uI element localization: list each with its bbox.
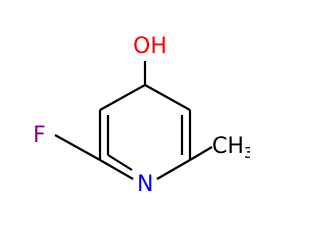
- bond-c3-c4-top: [144, 84, 191, 111]
- bond-c5-c6-inner: [107, 154, 133, 171]
- bond-c3-c4: [99, 84, 146, 111]
- bond-n1-c2: [156, 159, 191, 180]
- fluorine-label: F: [33, 123, 46, 148]
- bond-c2-ch3: [189, 146, 213, 161]
- methyl-ch: CH: [212, 134, 244, 159]
- hydroxyl-label: OH: [133, 34, 167, 59]
- nitrogen-label: N: [137, 172, 153, 197]
- bond-c5-c6: [99, 159, 134, 180]
- methyl-label: CH3: [212, 134, 250, 162]
- methyl-subscript: 3: [244, 144, 250, 162]
- structure-diagram: OH F N CH3: [33, 34, 250, 197]
- bond-c5-f: [54, 134, 101, 161]
